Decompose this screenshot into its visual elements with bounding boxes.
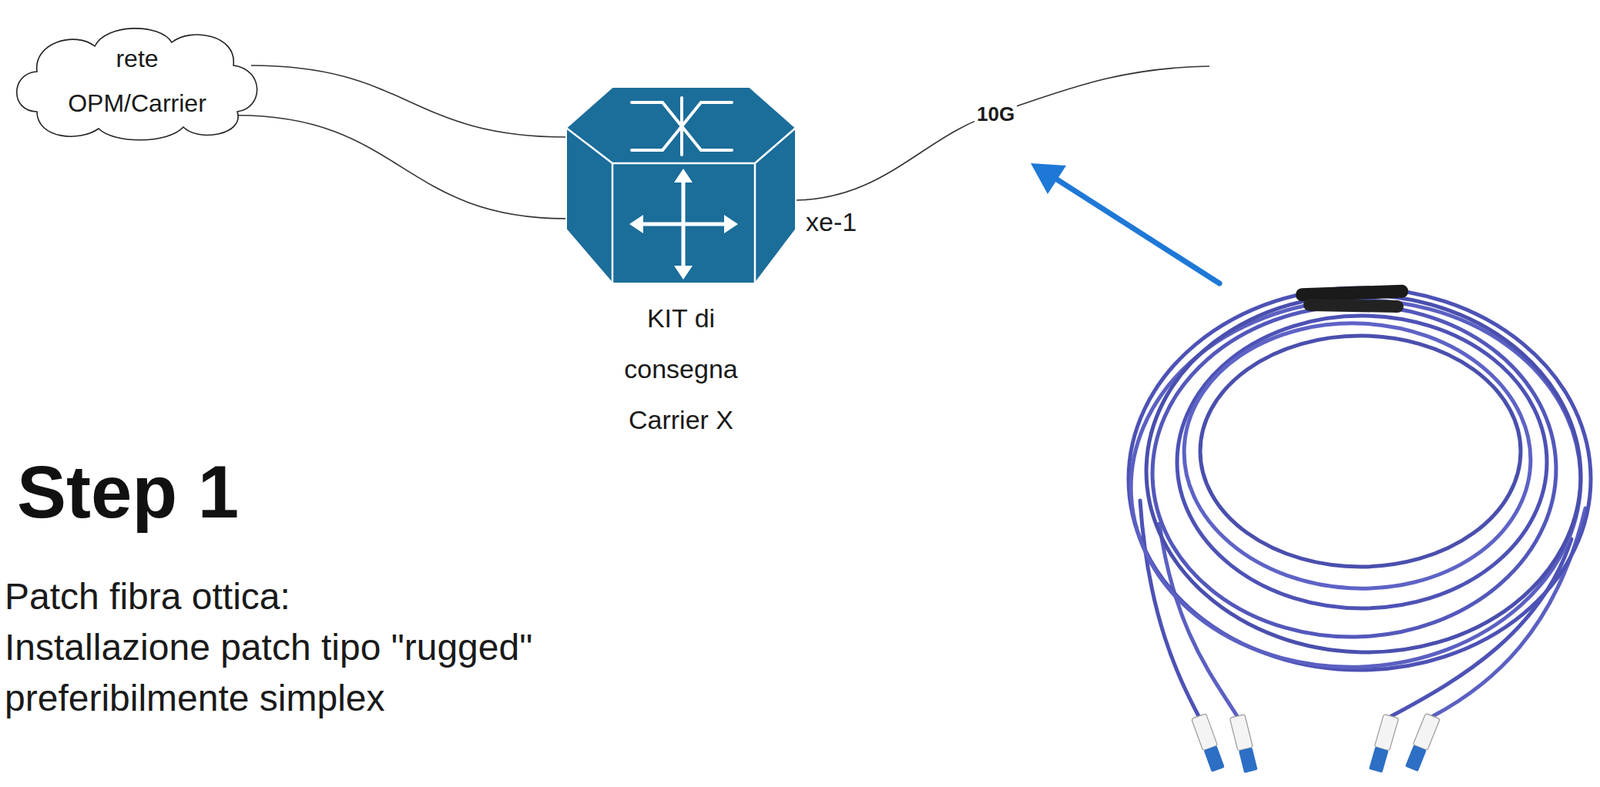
switch-node: KIT di consegna Carrier X xyxy=(566,87,796,284)
switch-icon xyxy=(566,87,796,284)
slide-title: Step 1 xyxy=(16,451,239,534)
uplink-line xyxy=(795,66,1210,201)
speed-label: 10G xyxy=(974,100,1017,128)
pointer-arrow xyxy=(1030,163,1220,284)
link-line xyxy=(236,115,567,219)
node-caption: KIT di consegna Carrier X xyxy=(600,292,762,446)
note-line: Patch fibra ottica: xyxy=(4,571,291,623)
cloud-shape xyxy=(6,19,269,143)
note-line: Installazione patch tipo "rugged" xyxy=(4,622,533,674)
fiber-patch-cord xyxy=(1121,284,1591,774)
port-label: xe-1 xyxy=(805,206,857,239)
network-cloud: rete OPM/Carrier xyxy=(6,19,269,143)
cloud-label: rete OPM/Carrier xyxy=(56,36,219,126)
link-line xyxy=(251,65,567,138)
note-line: preferibilmente simplex xyxy=(4,673,386,725)
